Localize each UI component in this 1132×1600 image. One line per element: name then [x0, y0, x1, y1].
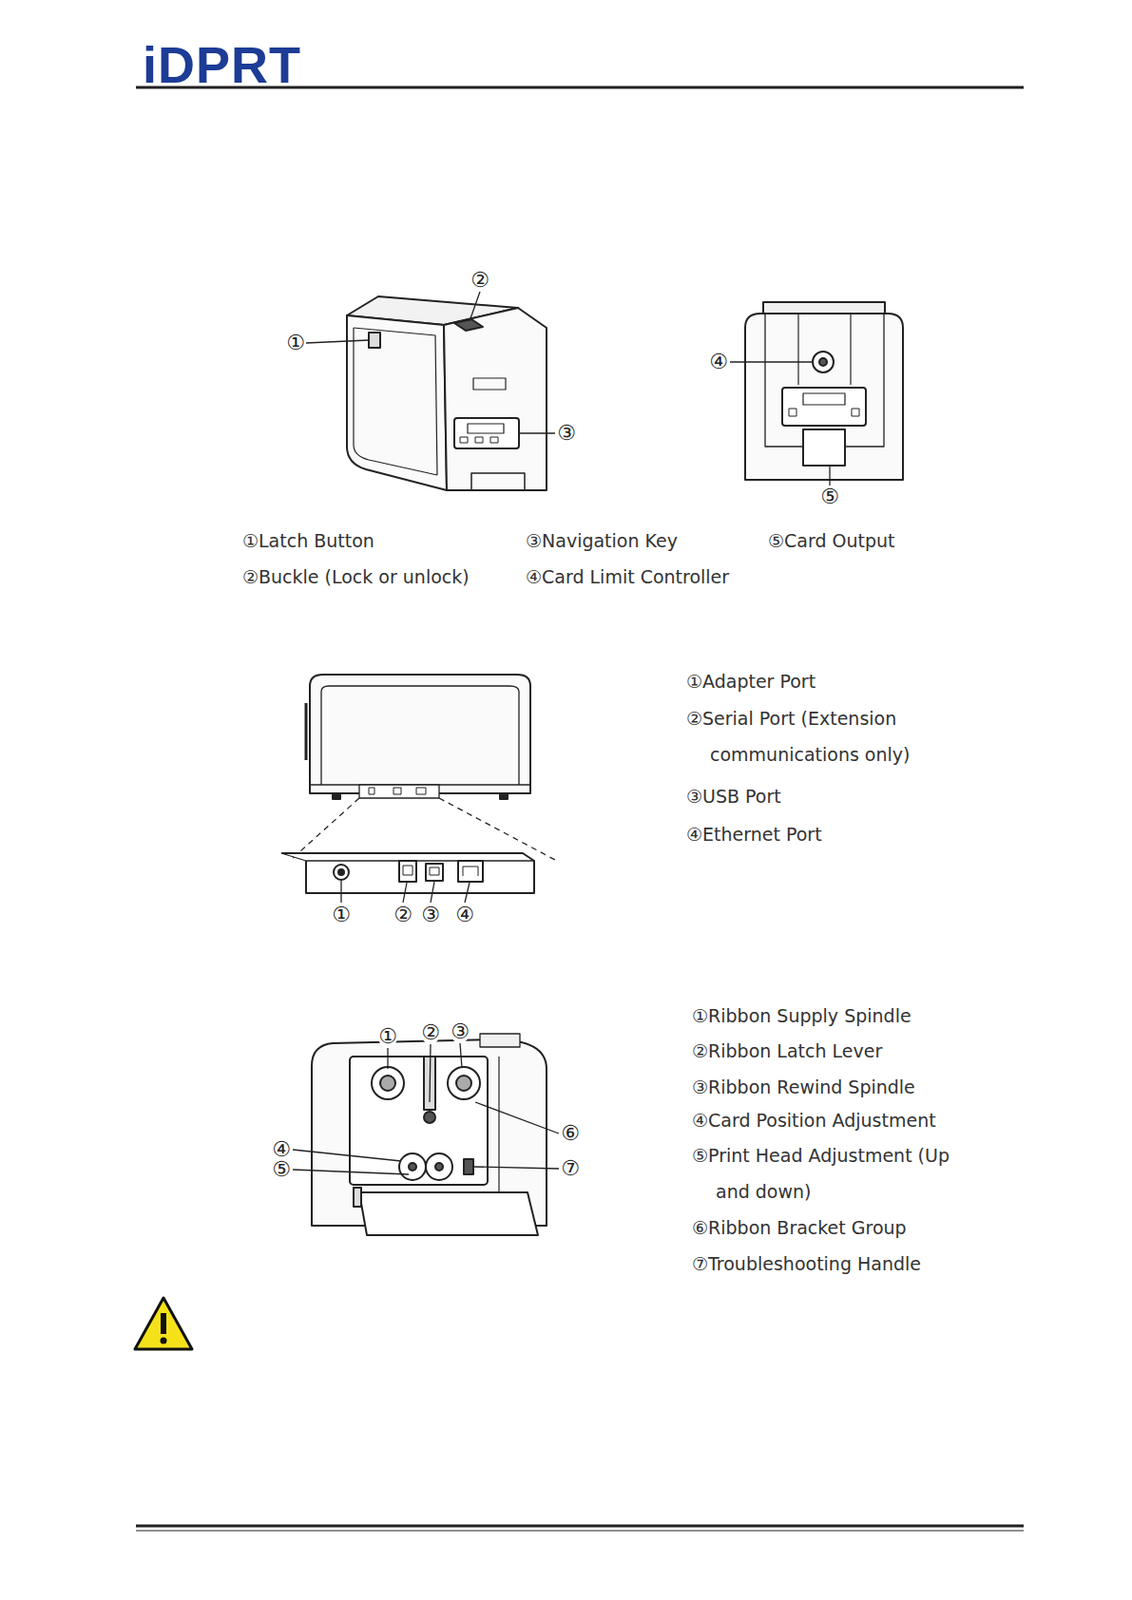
part-label: ①Ribbon Supply Spindle [691, 1003, 912, 1029]
part-label: ②Buckle (Lock or unlock) [242, 564, 470, 590]
part-label: ④Card Limit Controller [525, 564, 730, 590]
callout-number: ⑤ [271, 1158, 291, 1182]
callout-number: ① [286, 331, 306, 355]
part-label: ②Serial Port (Extension communications o… [686, 700, 958, 773]
part-label: ⑦Troubleshooting Handle [691, 1251, 921, 1277]
callout-number: ⑦ [560, 1157, 580, 1181]
callout-number: ① [331, 903, 351, 927]
part-label: ④Card Position Adjustment [691, 1108, 937, 1133]
part-label: ③Navigation Key [525, 528, 678, 554]
callout-number: ⑥ [560, 1122, 580, 1146]
callout-number: ③ [556, 422, 576, 445]
callout-number: ③ [421, 903, 441, 927]
callout-number: ⑤ [820, 485, 840, 509]
part-label: ①Latch Button [242, 528, 375, 554]
callout-number: ② [421, 1021, 441, 1045]
callout-number: ③ [450, 1020, 470, 1044]
callout-number: ④ [455, 903, 475, 927]
part-label: ②Ribbon Latch Lever [691, 1038, 883, 1064]
part-label: ④Ethernet Port [686, 822, 823, 847]
part-label: ③Ribbon Rewind Spindle [691, 1074, 916, 1100]
part-label: ③USB Port [686, 784, 782, 809]
logo: iDPRT [142, 38, 302, 92]
part-label: ⑥Ribbon Bracket Group [691, 1215, 907, 1241]
part-label: ⑤Card Output [767, 528, 896, 554]
part-label: ①Adapter Port [686, 669, 816, 694]
callout-number: ④ [709, 350, 729, 374]
callout-number: ② [470, 268, 490, 292]
callout-number: ① [378, 1025, 398, 1049]
part-label: ⑤Print Head Adjustment (Up and down) [691, 1137, 973, 1210]
callout-number: ② [393, 903, 413, 927]
